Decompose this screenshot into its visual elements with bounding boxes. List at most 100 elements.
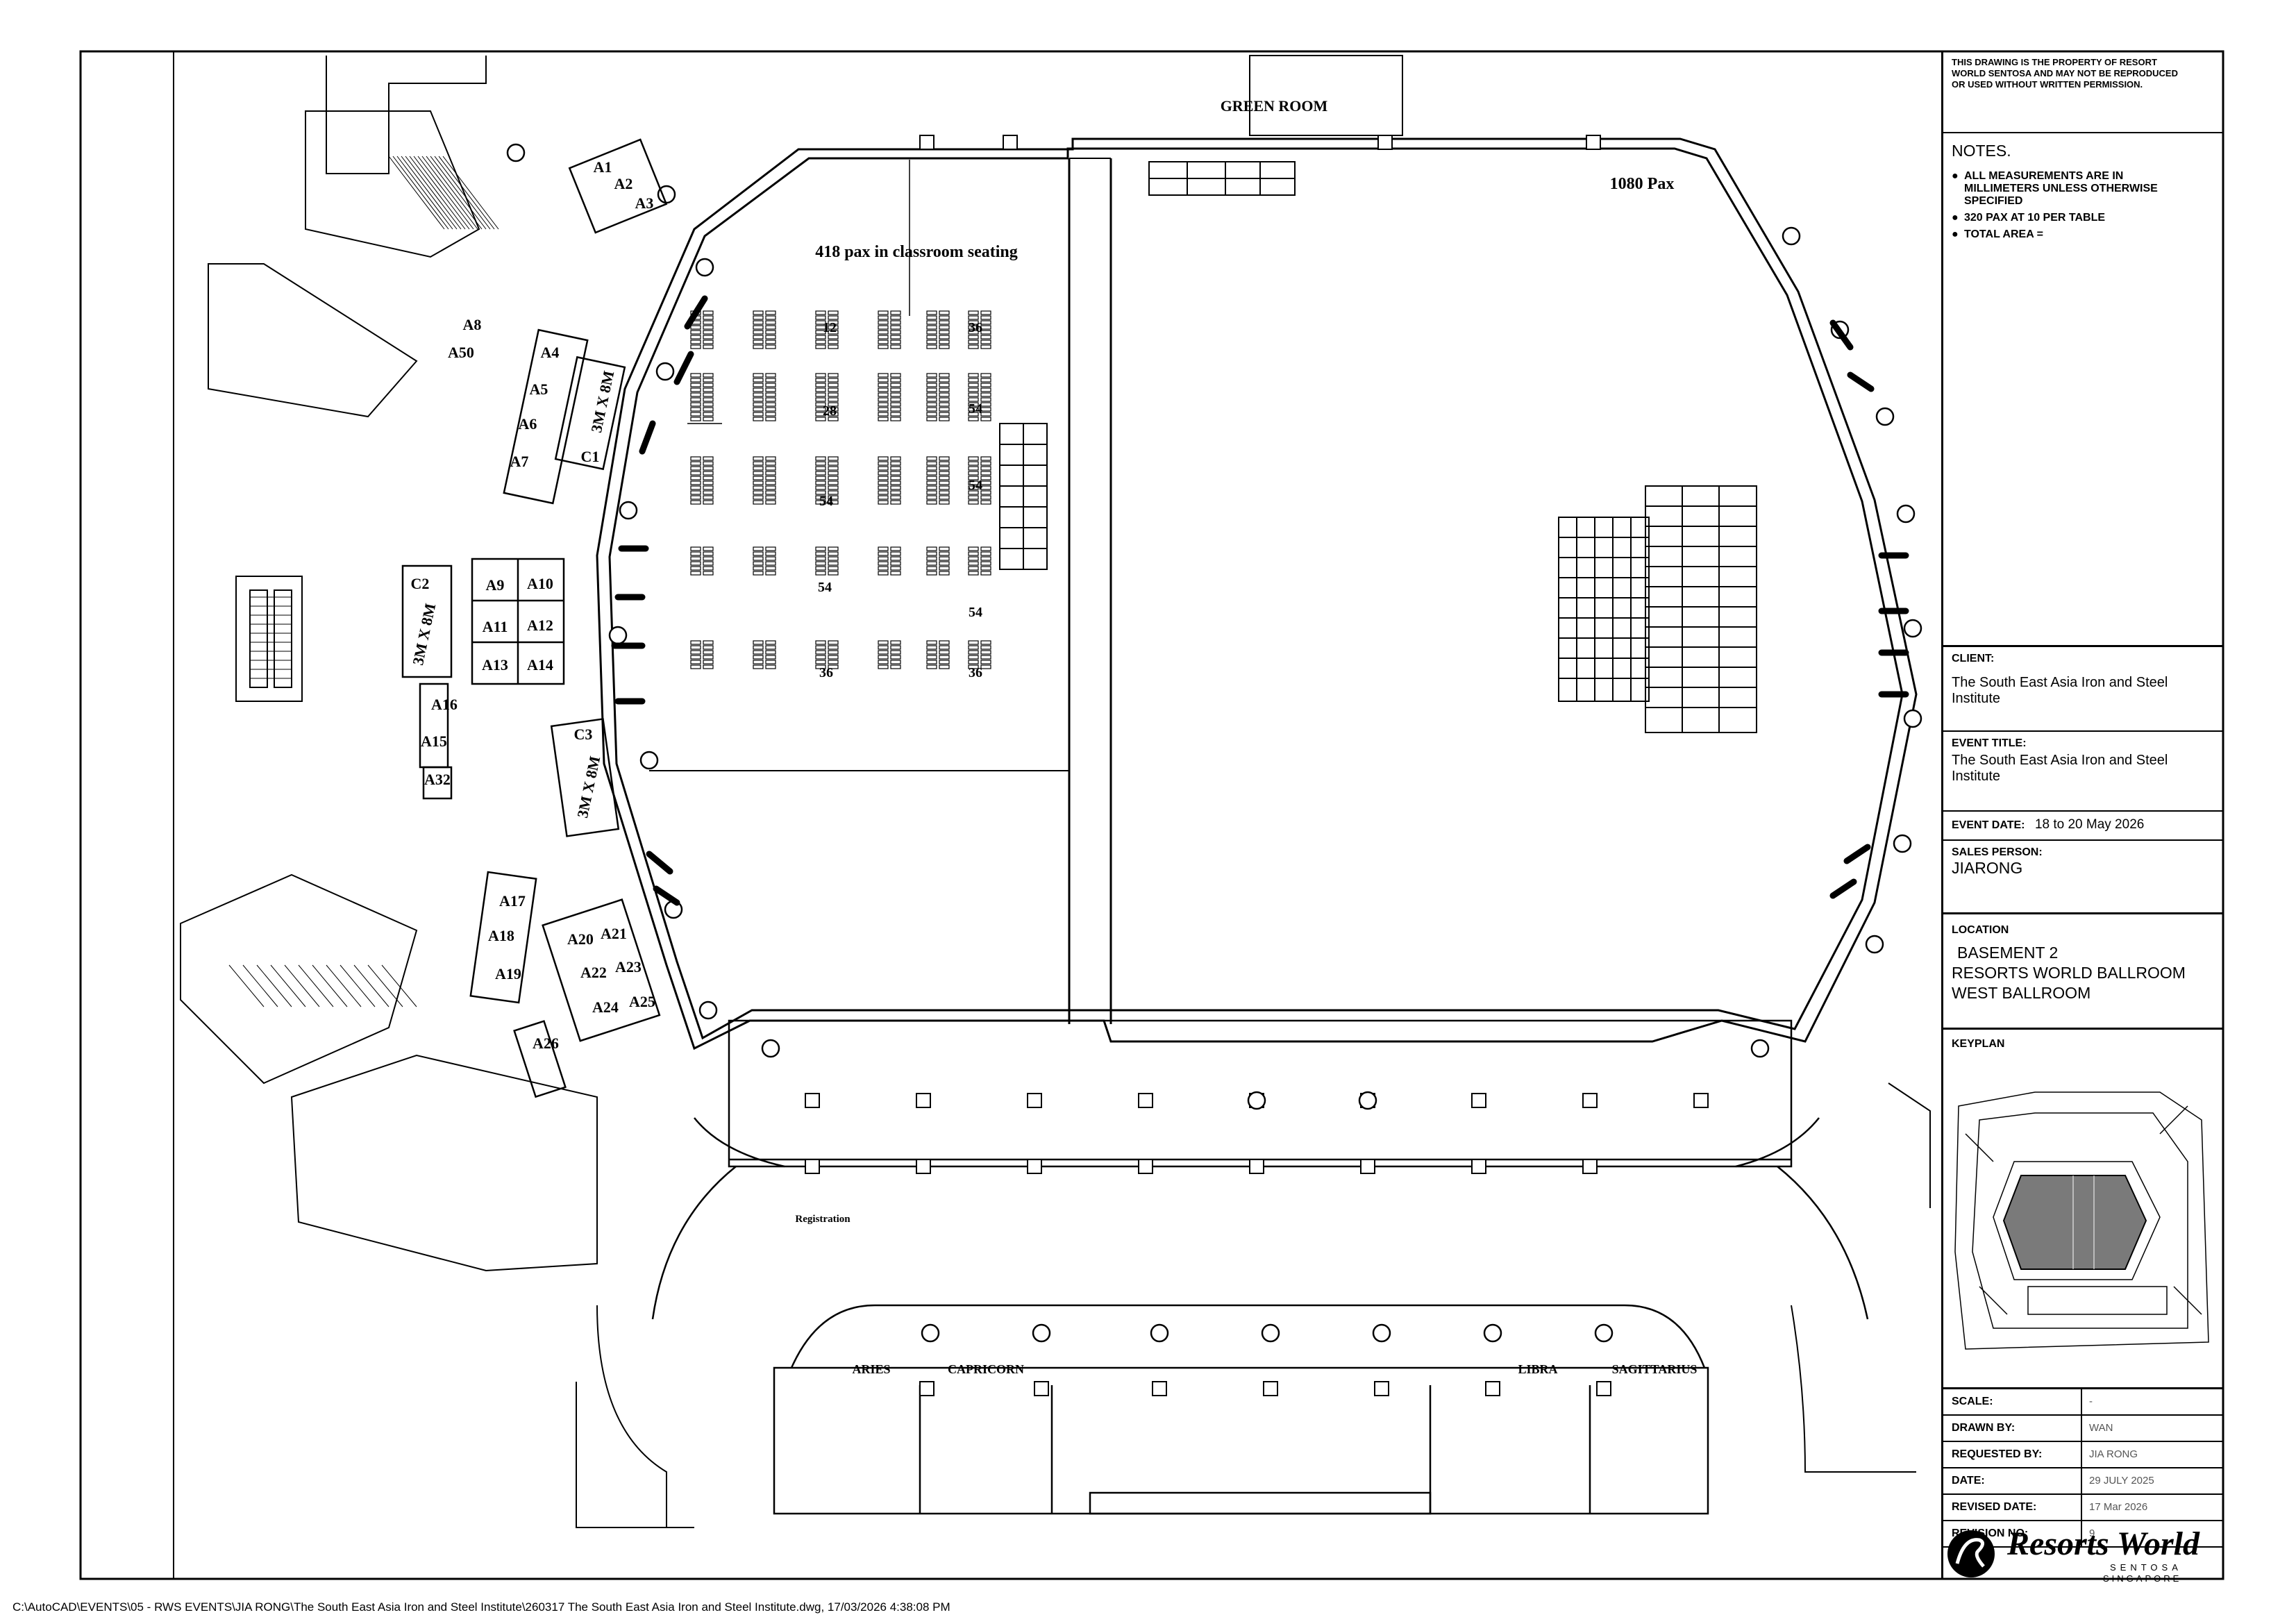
classroom-table — [703, 556, 714, 561]
classroom-table — [926, 645, 937, 650]
classroom-table — [765, 383, 776, 387]
classroom-table — [828, 315, 839, 320]
classroom-table — [939, 412, 950, 417]
classroom-table — [828, 566, 839, 571]
classroom-table — [890, 551, 901, 556]
classroom-table — [926, 325, 937, 330]
classroom-table — [878, 640, 889, 645]
classroom-table — [828, 664, 839, 669]
classroom-table — [703, 660, 714, 664]
classroom-table — [878, 397, 889, 402]
capricorn-label: CAPRICORN — [948, 1362, 1024, 1376]
classroom-table — [690, 561, 701, 566]
classroom-table — [703, 655, 714, 660]
classroom-table — [980, 660, 991, 664]
booth-label: A25 — [629, 993, 655, 1010]
classroom-table — [703, 417, 714, 421]
classroom-table — [939, 373, 950, 378]
classroom-table — [765, 417, 776, 421]
classroom-table — [753, 480, 764, 485]
classroom-table — [890, 417, 901, 421]
classroom-table — [878, 566, 889, 571]
classroom-table — [939, 325, 950, 330]
classroom-table — [765, 330, 776, 335]
classroom-table — [939, 476, 950, 480]
classroom-table — [980, 330, 991, 335]
classroom-table — [765, 551, 776, 556]
classroom-table — [968, 664, 979, 669]
classroom-table — [980, 417, 991, 421]
classroom-table — [890, 402, 901, 407]
classroom-table — [753, 397, 764, 402]
seat-count: 54 — [969, 605, 982, 620]
classroom-table — [815, 373, 826, 378]
detail-value: 9 — [2089, 1527, 2095, 1539]
stair-tread — [430, 156, 487, 230]
classroom-table — [980, 325, 991, 330]
classroom-table — [828, 387, 839, 392]
classroom-table — [968, 466, 979, 471]
classroom-table — [753, 551, 764, 556]
classroom-table — [980, 340, 991, 344]
classroom-table — [980, 480, 991, 485]
booth-label: A3 — [635, 194, 654, 212]
classroom-table — [878, 373, 889, 378]
classroom-table — [926, 556, 937, 561]
classroom-table — [968, 340, 979, 344]
classroom-table — [703, 325, 714, 330]
seat-count: 36 — [819, 665, 833, 680]
classroom-table — [765, 650, 776, 655]
stage-label: C3 — [574, 726, 593, 743]
classroom-table — [765, 645, 776, 650]
classroom-table — [753, 340, 764, 344]
classroom-table — [890, 664, 901, 669]
classroom-table — [890, 556, 901, 561]
classroom-table — [703, 340, 714, 344]
classroom-table — [968, 335, 979, 340]
detail-value: 29 JULY 2025 — [2089, 1475, 2154, 1487]
booth-label: A12 — [527, 617, 553, 634]
classroom-table — [753, 500, 764, 505]
stage-label: C2 — [411, 575, 430, 592]
classroom-table — [968, 330, 979, 335]
classroom-table — [690, 417, 701, 421]
classroom-table — [765, 402, 776, 407]
classroom-table — [939, 335, 950, 340]
classroom-table — [703, 566, 714, 571]
detail-value: 17 Mar 2026 — [2089, 1501, 2148, 1513]
classroom-table — [690, 556, 701, 561]
classroom-table — [939, 645, 950, 650]
booth-label: A2 — [614, 175, 633, 192]
classroom-table — [890, 412, 901, 417]
classroom-table — [968, 480, 979, 485]
classroom-table — [765, 325, 776, 330]
classroom-table — [828, 471, 839, 476]
classroom-table — [753, 378, 764, 383]
classroom-table — [890, 566, 901, 571]
classroom-table — [703, 466, 714, 471]
stair-tread — [426, 156, 483, 230]
classroom-table — [690, 485, 701, 490]
classroom-table — [980, 571, 991, 576]
classroom-table — [878, 471, 889, 476]
classroom-table — [765, 335, 776, 340]
classroom-table — [878, 660, 889, 664]
classroom-table — [980, 412, 991, 417]
classroom-table — [703, 640, 714, 645]
stair-tread — [284, 964, 320, 1007]
stage-right — [1558, 485, 1757, 733]
classroom-table — [926, 310, 937, 315]
classroom-table — [828, 490, 839, 495]
classroom-table — [765, 340, 776, 344]
classroom-table — [939, 500, 950, 505]
classroom-table — [703, 412, 714, 417]
classroom-table — [890, 490, 901, 495]
seat-count: 54 — [819, 494, 833, 509]
classroom-table — [939, 320, 950, 325]
classroom-table — [939, 310, 950, 315]
classroom-table — [968, 485, 979, 490]
classroom-table — [690, 461, 701, 466]
seat-count: 36 — [969, 665, 982, 680]
